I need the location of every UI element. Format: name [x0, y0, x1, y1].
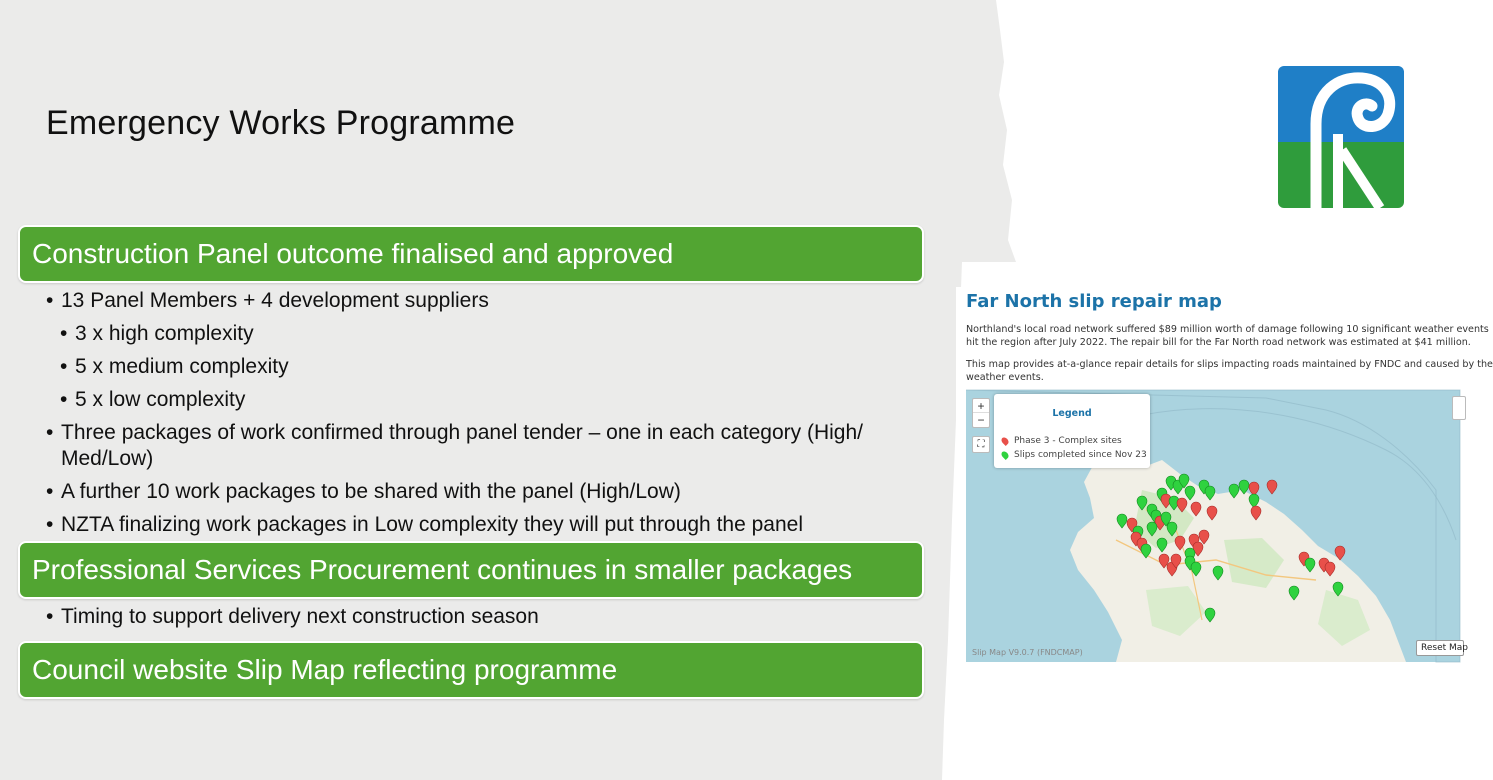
zoom-in-button[interactable]: +	[973, 399, 989, 413]
map-description-line: hit the region after July 2022. The repa…	[966, 337, 1471, 348]
completed-slip-marker[interactable]	[1204, 607, 1216, 623]
completed-slip-marker[interactable]	[1166, 521, 1178, 537]
complex-site-marker[interactable]	[1174, 535, 1186, 551]
complex-site-marker[interactable]	[1190, 501, 1202, 517]
completed-slip-marker[interactable]	[1304, 557, 1316, 573]
map-version-label: Slip Map V9.0.7 (FNDCMAP)	[972, 648, 1083, 657]
zoom-control: + −	[972, 398, 990, 428]
list-item: 3 x high complexity	[60, 317, 886, 350]
professional-services-bullets: Timing to support delivery next construc…	[46, 600, 539, 633]
complex-site-marker[interactable]	[1206, 505, 1218, 521]
complex-site-marker[interactable]	[1248, 481, 1260, 497]
completed-slip-marker[interactable]	[1248, 493, 1260, 509]
map-legend: Legend Phase 3 - Complex sites Slips com…	[994, 394, 1150, 468]
complex-site-marker[interactable]	[1158, 553, 1170, 569]
council-logo	[1276, 64, 1406, 214]
completed-slip-marker[interactable]	[1116, 513, 1128, 529]
list-item: 5 x medium complexity	[60, 350, 886, 383]
completed-slip-marker[interactable]	[1288, 585, 1300, 601]
construction-panel-bullets: 13 Panel Members + 4 development supplie…	[46, 284, 886, 541]
list-item: Timing to support delivery next construc…	[46, 600, 539, 633]
section-heading-slip-map: Council website Slip Map reflecting prog…	[18, 641, 924, 699]
completed-slip-marker[interactable]	[1140, 543, 1152, 559]
legend-label: Slips completed since Nov 23	[1014, 450, 1147, 460]
legend-label: Phase 3 - Complex sites	[1014, 436, 1122, 446]
list-item: 5 x low complexity	[60, 383, 886, 416]
slide-title: Emergency Works Programme	[46, 104, 516, 142]
completed-slip-marker[interactable]	[1136, 495, 1148, 511]
legend-title: Legend	[1052, 408, 1092, 419]
map-description-line: Northland's local road network suffered …	[966, 324, 1489, 335]
list-item: Three packages of work confirmed through…	[46, 420, 886, 472]
list-item: NZTA finalizing work packages in Low com…	[46, 508, 886, 541]
layers-control-button[interactable]	[1452, 396, 1466, 420]
complex-site-marker[interactable]	[1334, 545, 1346, 561]
green-marker-icon	[1000, 449, 1010, 460]
completed-slip-marker[interactable]	[1212, 565, 1224, 581]
map-markers	[1116, 473, 1346, 623]
completed-slip-marker[interactable]	[1160, 511, 1172, 527]
legend-item-complex-sites: Phase 3 - Complex sites	[1000, 435, 1122, 446]
map-description-line: This map provides at-a-glance repair det…	[966, 359, 1493, 370]
slip-map-panel: Far North slip repair map Northland's lo…	[956, 287, 1493, 677]
section-heading-professional-services: Professional Services Procurement contin…	[18, 541, 924, 599]
slip-map[interactable]: + − ⛶ Legend Phase 3 - Complex sites Sli…	[965, 389, 1468, 663]
completed-slip-marker[interactable]	[1184, 485, 1196, 501]
completed-slip-marker[interactable]	[1146, 521, 1158, 537]
complex-site-marker[interactable]	[1198, 529, 1210, 545]
completed-slip-marker[interactable]	[1190, 561, 1202, 577]
complex-site-marker[interactable]	[1250, 505, 1262, 521]
fullscreen-button[interactable]: ⛶	[972, 436, 990, 453]
completed-slip-marker[interactable]	[1332, 581, 1344, 597]
completed-slip-marker[interactable]	[1228, 483, 1240, 499]
completed-slip-marker[interactable]	[1178, 473, 1190, 489]
red-marker-icon	[1000, 435, 1010, 446]
section-heading-construction-panel: Construction Panel outcome finalised and…	[18, 225, 924, 283]
legend-item-slips-completed: Slips completed since Nov 23	[1000, 449, 1147, 460]
map-title: Far North slip repair map	[966, 291, 1222, 312]
map-description-line: weather events.	[966, 372, 1044, 383]
complex-site-marker[interactable]	[1170, 553, 1182, 569]
complex-site-marker[interactable]	[1324, 561, 1336, 577]
completed-slip-marker[interactable]	[1204, 485, 1216, 501]
zoom-out-button[interactable]: −	[977, 413, 985, 427]
complex-site-marker[interactable]	[1266, 479, 1278, 495]
list-item: 13 Panel Members + 4 development supplie…	[46, 284, 886, 317]
complex-site-marker[interactable]	[1176, 497, 1188, 513]
list-item: A further 10 work packages to be shared …	[46, 475, 886, 508]
completed-slip-marker[interactable]	[1156, 537, 1168, 553]
reset-map-button[interactable]: Reset Map	[1416, 640, 1468, 656]
completed-slip-marker[interactable]	[1238, 479, 1250, 495]
